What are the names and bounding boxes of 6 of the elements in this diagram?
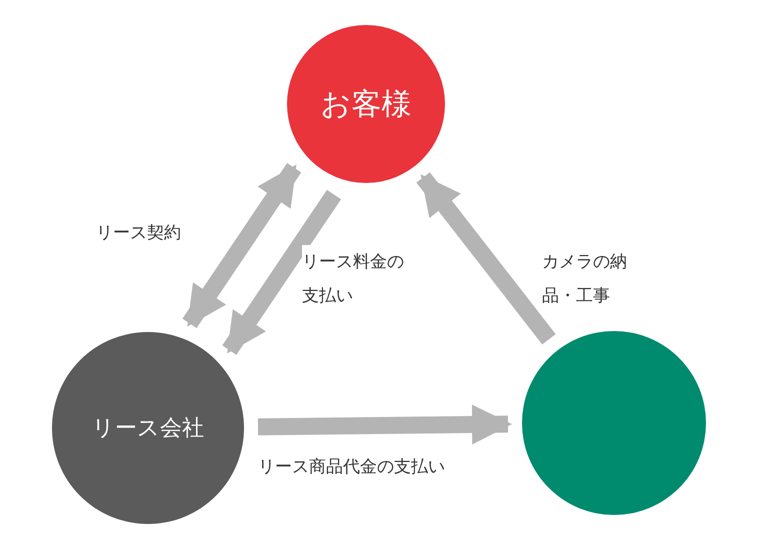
node-label: リース会社: [92, 414, 204, 442]
arrow: [222, 190, 342, 355]
node-label: お客様: [320, 86, 412, 124]
arrow: [182, 163, 302, 328]
arrow: [416, 172, 556, 345]
arrow: [258, 404, 512, 445]
